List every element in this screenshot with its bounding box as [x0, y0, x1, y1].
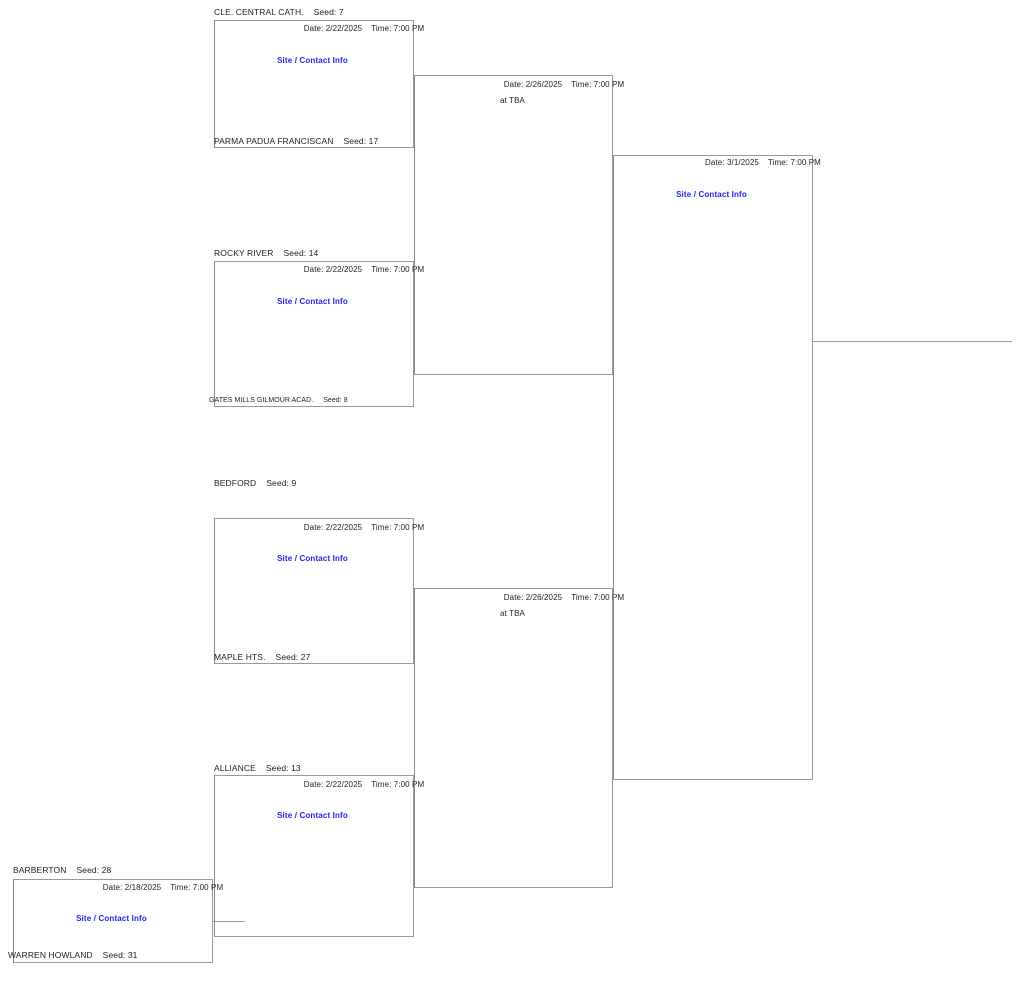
game-time: Time: 7:00 PM	[371, 780, 425, 789]
team-name: WARREN HOWLAND	[8, 950, 93, 960]
game-date: Date: 2/18/2025	[102, 883, 162, 892]
game-site-r2-g1: at TBA	[500, 96, 525, 105]
team-seed: Seed: 9	[266, 478, 297, 488]
game-datetime-r1-g3: Date: 2/22/2025 Time: 7:00 PM	[214, 522, 514, 533]
game-date: Date: 2/22/2025	[303, 265, 363, 274]
game-time: Time: 7:00 PM	[767, 158, 821, 167]
game-time: Time: 7:00 PM	[571, 80, 625, 89]
game-box-r1-g1	[214, 20, 414, 148]
team-seed: Seed: 17	[343, 136, 379, 146]
site-contact-info-link-r1-g1[interactable]: Site / Contact Info	[277, 56, 348, 65]
game-date: Date: 2/22/2025	[303, 24, 363, 33]
team-seed: Seed: 14	[283, 248, 319, 258]
site-contact-info-link-r1-g4[interactable]: Site / Contact Info	[277, 811, 348, 820]
game-time: Time: 7:00 PM	[170, 883, 224, 892]
game-datetime-playin: Date: 2/18/2025 Time: 7:00 PM	[13, 882, 313, 893]
team-seed: Seed: 31	[102, 950, 138, 960]
team-seed: Seed: 8	[323, 397, 348, 404]
game-box-playin	[13, 879, 213, 963]
site-contact-info-link-r1-g3[interactable]: Site / Contact Info	[277, 554, 348, 563]
game-date: Date: 2/22/2025	[303, 523, 363, 532]
game-time: Time: 7:00 PM	[371, 24, 425, 33]
connector-regional-final-to-champion	[813, 341, 1012, 342]
team-label-r1-g3-top: BEDFORD Seed: 9	[214, 478, 296, 489]
team-name: BARBERTON	[13, 865, 67, 875]
team-label-playin-bottom: WARREN HOWLAND Seed: 31	[8, 950, 138, 961]
game-box-r1-g2	[214, 261, 414, 407]
game-box-regional-final	[613, 155, 813, 780]
team-label-r1-g2-top: ROCKY RIVER Seed: 14	[214, 248, 318, 259]
team-label-r1-g4-top: ALLIANCE Seed: 13	[214, 763, 301, 774]
team-seed: Seed: 27	[275, 652, 311, 662]
team-label-r1-g4-bottom	[214, 925, 224, 936]
game-date: Date: 2/26/2025	[503, 593, 563, 602]
game-date: Date: 2/22/2025	[303, 780, 363, 789]
team-label-r1-g3-bottom: MAPLE HTS. Seed: 27	[214, 652, 310, 663]
team-name: BEDFORD	[214, 478, 257, 488]
game-datetime-regional-final: Date: 3/1/2025 Time: 7:00 PM	[613, 157, 913, 168]
team-name: MAPLE HTS.	[214, 652, 266, 662]
game-datetime-r2-g1: Date: 2/26/2025 Time: 7:00 PM	[414, 79, 714, 90]
game-datetime-r1-g2: Date: 2/22/2025 Time: 7:00 PM	[214, 264, 514, 275]
team-label-r1-g2-bottom: GATES MILLS GILMOUR ACAD. Seed: 8	[209, 395, 348, 406]
game-time: Time: 7:00 PM	[371, 265, 425, 274]
game-site-r2-g2: at TBA	[500, 609, 525, 618]
team-seed: Seed: 7	[313, 7, 344, 17]
team-label-r1-g1-top: CLE. CENTRAL CATH. Seed: 7	[214, 7, 344, 18]
team-label-r1-g1-bottom: PARMA PADUA FRANCISCAN Seed: 17	[214, 136, 378, 147]
game-date: Date: 3/1/2025	[705, 158, 759, 167]
game-time: Time: 7:00 PM	[371, 523, 425, 532]
team-name: PARMA PADUA FRANCISCAN	[214, 136, 334, 146]
site-contact-info-link-r1-g2[interactable]: Site / Contact Info	[277, 297, 348, 306]
site-contact-info-link-playin[interactable]: Site / Contact Info	[76, 914, 147, 923]
game-datetime-r1-g1: Date: 2/22/2025 Time: 7:00 PM	[214, 23, 514, 34]
team-name: ROCKY RIVER	[214, 248, 274, 258]
team-name: GATES MILLS GILMOUR ACAD.	[209, 397, 314, 404]
team-name: CLE. CENTRAL CATH.	[214, 7, 304, 17]
team-seed: Seed: 28	[76, 865, 112, 875]
team-seed: Seed: 13	[265, 763, 301, 773]
team-name: ALLIANCE	[214, 763, 256, 773]
game-time: Time: 7:00 PM	[571, 593, 625, 602]
game-date: Date: 2/26/2025	[503, 80, 563, 89]
connector-playin-to-r1-g4	[213, 921, 245, 922]
site-contact-info-link-regional-final[interactable]: Site / Contact Info	[676, 190, 747, 199]
game-box-r1-g4	[214, 775, 414, 937]
game-box-r1-g3	[214, 518, 414, 664]
game-box-r2-g1	[414, 75, 613, 375]
game-datetime-r2-g2: Date: 2/26/2025 Time: 7:00 PM	[414, 592, 714, 603]
team-label-playin-top: BARBERTON Seed: 28	[13, 865, 111, 876]
game-box-r2-g2	[414, 588, 613, 888]
game-datetime-r1-g4: Date: 2/22/2025 Time: 7:00 PM	[214, 779, 514, 790]
